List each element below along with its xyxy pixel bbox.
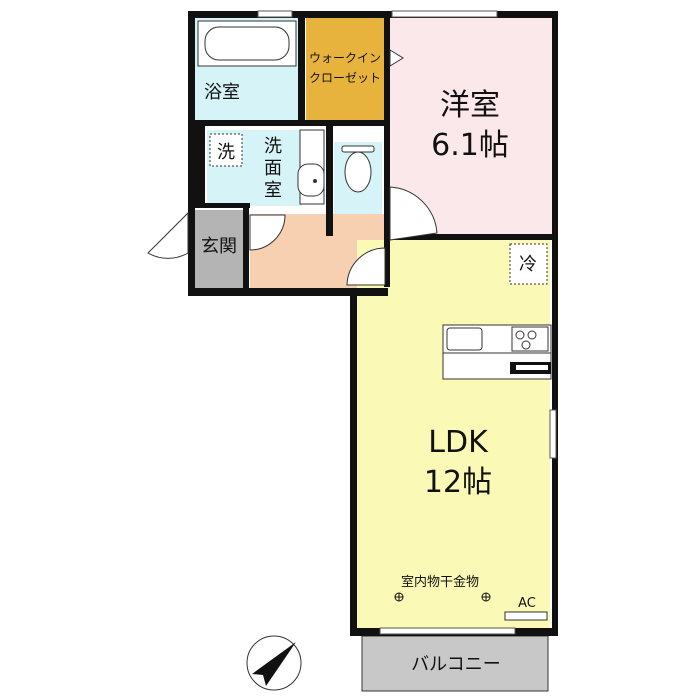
bathroom-label: 浴室 bbox=[204, 82, 240, 103]
entrance-area bbox=[195, 210, 243, 288]
bathtub-icon bbox=[197, 20, 297, 67]
door-swings bbox=[147, 186, 438, 286]
washroom-label-2: 面 bbox=[264, 158, 282, 179]
entrance-label: 玄関 bbox=[201, 236, 237, 257]
washroom-label-1: 洗 bbox=[264, 136, 282, 157]
window bbox=[257, 10, 293, 18]
washer-space-icon bbox=[209, 133, 243, 167]
window bbox=[549, 409, 557, 459]
sink-icon bbox=[297, 129, 325, 205]
balcony-area bbox=[361, 635, 549, 692]
fridge-label: 冷 bbox=[519, 254, 537, 275]
kitchen-counter bbox=[442, 324, 552, 380]
ac-label: AC bbox=[518, 596, 536, 611]
kitchen-sink-icon bbox=[446, 327, 483, 351]
ldk-size: 12帖 bbox=[424, 465, 492, 500]
compass-north-arrow-icon bbox=[246, 635, 302, 691]
ac-unit-icon bbox=[504, 611, 548, 621]
stove-icon bbox=[511, 326, 549, 352]
drying-hardware-label: 室内物干金物 bbox=[401, 574, 479, 590]
ldk-area bbox=[357, 240, 550, 630]
washer-label: 洗 bbox=[217, 142, 235, 163]
ldk-label: LDK bbox=[428, 425, 489, 460]
closet-door-icon bbox=[389, 49, 404, 67]
closet-label-line2: クローゼット bbox=[309, 71, 381, 85]
window bbox=[391, 10, 498, 18]
western-room-label: 洋室 bbox=[440, 88, 500, 123]
balcony-label: バルコニー bbox=[411, 654, 501, 675]
washroom-label-3: 室 bbox=[264, 180, 282, 201]
sliding-door-balcony bbox=[379, 627, 516, 635]
western-room-size: 6.1帖 bbox=[431, 128, 509, 163]
toilet-icon bbox=[341, 145, 375, 193]
closet-label-line1: ウォークイン bbox=[309, 51, 381, 65]
fridge-space-icon bbox=[509, 243, 548, 285]
walk-in-closet-area bbox=[306, 17, 384, 120]
drying-hanger-points bbox=[394, 592, 491, 602]
